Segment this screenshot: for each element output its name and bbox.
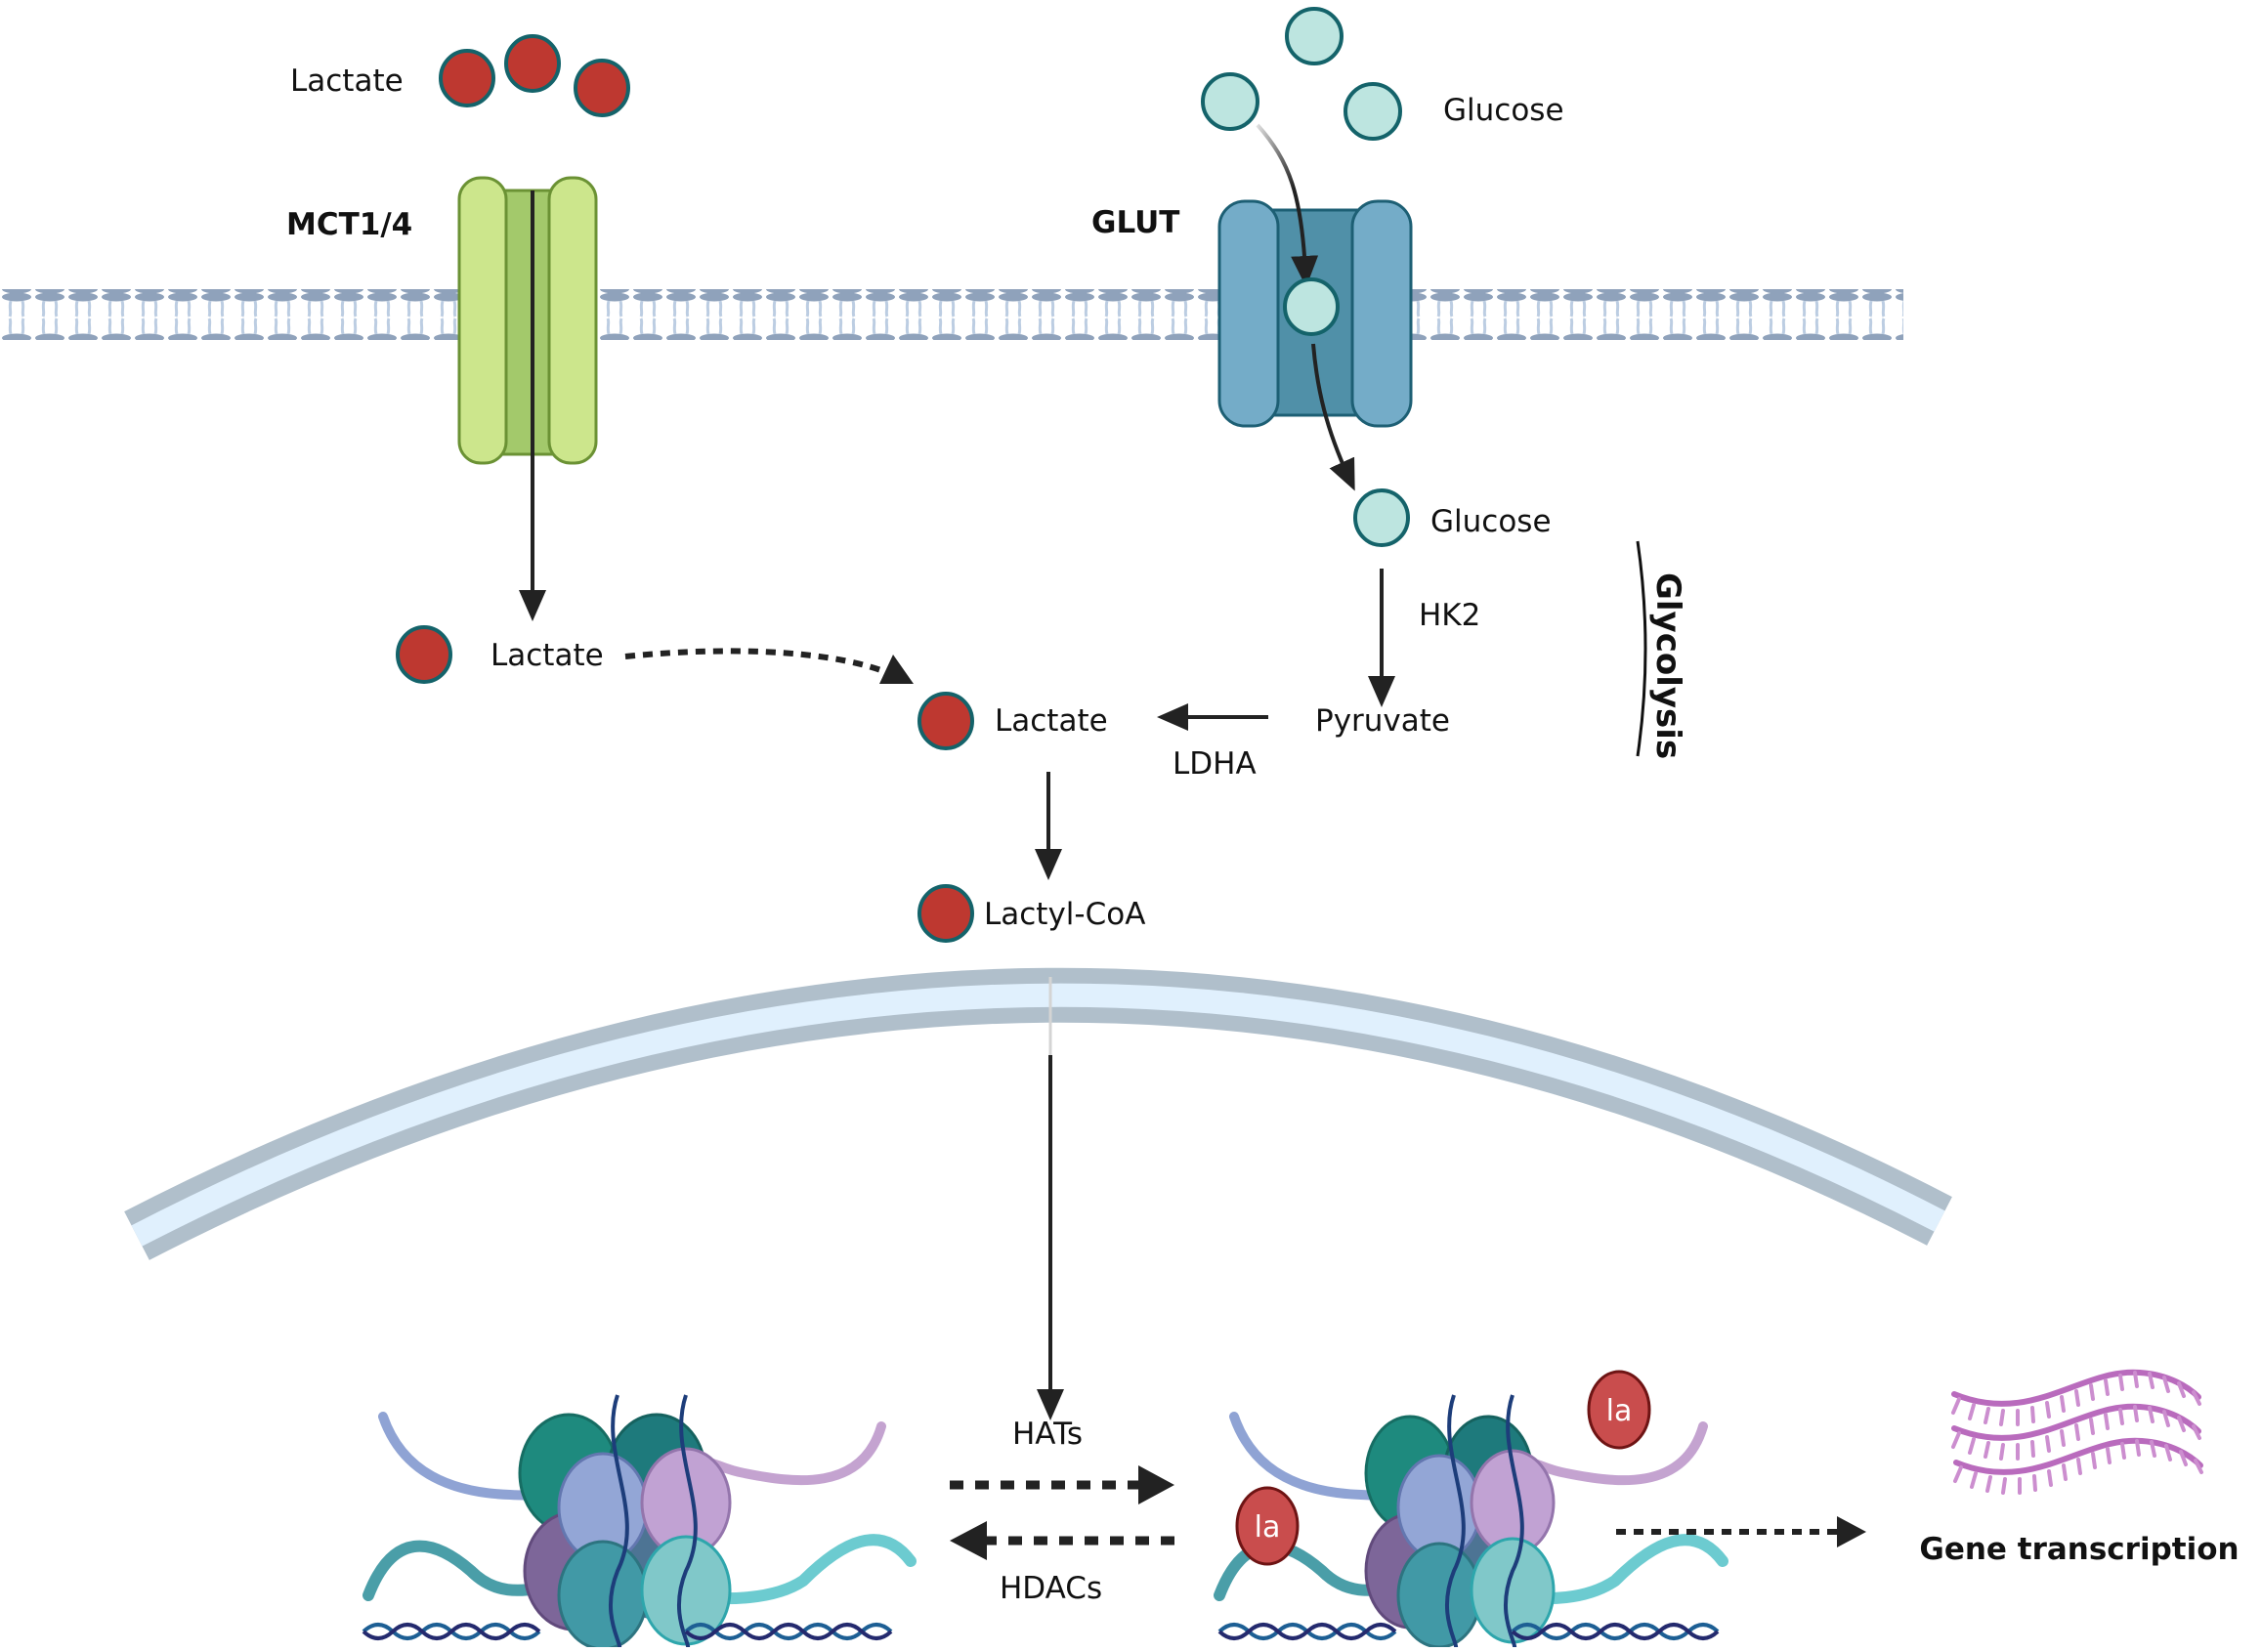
gene-transcription-label: Gene transcription [1919,1532,2239,1567]
lactyl-mark: la [1587,1370,1651,1450]
hats-arrowhead [1138,1465,1174,1504]
lactate-molecule-icon [574,59,630,117]
hdacs-arrowhead [950,1521,987,1560]
ldha-label: LDHA [1173,746,1257,782]
lactyl-coa-label: Lactyl-CoA [984,897,1145,932]
dna-strand [1217,1623,1720,1640]
glucose-entry-arrow [1256,123,1319,287]
hdacs-label: HDACs [1000,1571,1102,1606]
imported-lactate-icon [396,625,452,684]
imported-lactate-label: Lactate [491,638,604,673]
glut-subunit-right [1350,199,1413,428]
lactate-pool-icon [917,692,974,750]
lactate-pool-arrowhead [879,655,914,684]
mct-label: MCT1/4 [286,207,412,242]
lactyl-mark-label: la [1606,1394,1633,1428]
lactate-molecule-icon [504,34,561,93]
lactate-pool-label: Lactate [995,703,1108,739]
glycolysis-pathway: Glucose HK2 Pyruvate LDHA Glycolysis [1157,488,1687,782]
dna-strand [362,1623,893,1640]
glucose-molecule-icon [1201,72,1259,131]
glucose-molecule-icon [1285,7,1344,65]
extracellular-lactate-label: Lactate [290,64,404,99]
rna-transcripts-icon [1951,1369,2203,1495]
glucose-in-channel-icon [1283,277,1340,336]
nucleosome-lactylated [1214,1394,1728,1651]
hats-label: HATs [1012,1417,1083,1452]
glucose-exit-arrow [1311,343,1355,491]
glut-subunit-left [1217,199,1280,428]
glycolysis-title-group: Glycolysis [1636,540,1687,759]
extracellular-glucose-label: Glucose [1443,93,1564,128]
imported-lactate-group: Lactate [396,625,914,684]
central-lactate-group: Lactate Lactyl-CoA [917,692,1145,943]
mct-transporter: MCT1/4 [286,176,598,465]
glycolysis-underline [1636,540,1647,757]
transcription-arrowhead [1837,1516,1866,1547]
cytosolic-glucose-icon [1353,488,1410,547]
nucleosome-unmodified [362,1394,917,1651]
mct-subunit-right [547,176,598,465]
mct-subunit-left [457,176,508,465]
hk2-label: HK2 [1419,598,1480,633]
glycolysis-title: Glycolysis [1648,572,1687,759]
extracellular-lactate-group: Lactate [290,34,630,117]
glucose-molecule-icon [1344,82,1402,141]
lactyl-mark: la [1235,1486,1300,1566]
cytosolic-glucose-label: Glucose [1430,504,1552,539]
lactate-molecule-icon [439,49,495,107]
hat-hdac-exchange: HATs HDACs [950,1417,1174,1606]
lactyl-coa-icon [917,884,974,943]
glut-transporter: GLUT [1091,123,1413,491]
lactyl-mark-label: la [1255,1510,1281,1545]
nuclear-envelope [124,967,1952,1260]
lactate-pool-arrow [624,648,893,677]
plasma-membrane [0,289,1903,340]
extracellular-glucose-group: Glucose [1201,7,1564,141]
glut-label: GLUT [1091,205,1179,240]
pyruvate-label: Pyruvate [1315,703,1450,739]
